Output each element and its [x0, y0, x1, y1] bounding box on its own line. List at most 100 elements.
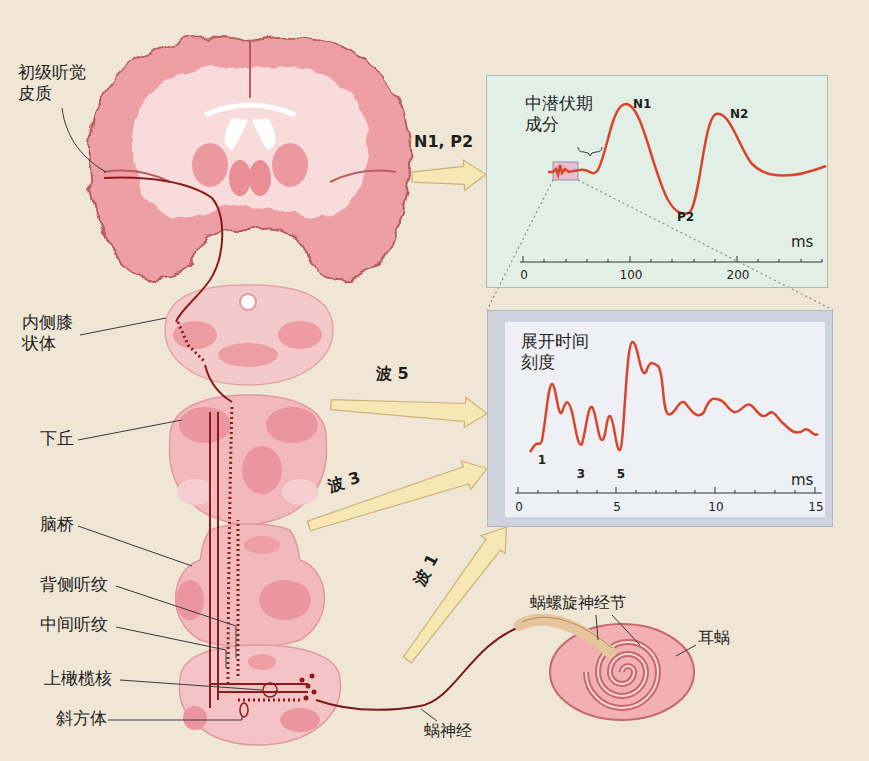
cortex-outline	[90, 37, 411, 279]
part-label: 斜方体	[56, 708, 107, 729]
structure-label: 初级听觉 皮质	[18, 62, 95, 105]
x-axis	[515, 492, 822, 493]
signal-arrow	[403, 527, 506, 663]
pathway	[205, 365, 232, 402]
part-label: 背侧听纹	[40, 574, 108, 595]
nucleus	[218, 343, 278, 367]
olivary-nucleus	[263, 683, 277, 697]
ic-slice: 下丘	[165, 394, 331, 526]
auditory-radiation	[104, 178, 222, 322]
signal-arrow	[331, 398, 487, 428]
nucleus	[173, 321, 217, 349]
arrow-label: 波 5	[376, 364, 409, 384]
acoustic-stria	[210, 684, 308, 692]
arrow-label: N1, P2	[414, 132, 473, 152]
wave-number: 5	[617, 467, 625, 482]
trapezoid-body	[240, 703, 248, 717]
structure-label: 内侧膝 状体	[22, 312, 82, 355]
waveform	[530, 342, 818, 452]
part-label: 上橄榄核	[44, 668, 112, 689]
structure-label: 耳蜗	[698, 628, 730, 648]
pathway	[178, 322, 205, 362]
leader-lines	[62, 108, 696, 721]
wave-number: 3	[577, 467, 585, 482]
tick-label: 0	[520, 268, 528, 283]
ic-slice	[170, 395, 327, 525]
spiral-ganglion	[522, 617, 612, 648]
cochlea-spiral	[586, 642, 658, 708]
chart-title: 中潜伏期 成分	[525, 93, 600, 136]
panel-inner	[505, 322, 825, 517]
peak-label: P2	[677, 210, 694, 225]
signal-arrow	[412, 160, 486, 190]
pons-slice: 脑桥	[165, 526, 337, 642]
axis-ticks	[523, 256, 822, 262]
basal-nucleus	[192, 143, 228, 187]
panel-ground	[487, 310, 833, 527]
ventricle	[252, 118, 275, 150]
lateral-lemniscus	[210, 412, 218, 708]
cochlea: 蜗螺旋神经节耳蜗	[540, 620, 692, 724]
nucleus	[278, 321, 322, 349]
cortex-section: 初级听觉 皮质	[88, 30, 412, 288]
axis-unit: ms	[791, 233, 813, 252]
arrow-label: 波 3	[326, 467, 363, 496]
aqueduct	[240, 294, 256, 310]
nucleus	[179, 407, 231, 443]
tick-label: 10	[708, 500, 723, 515]
nerve-region: 蜗神经	[360, 660, 445, 710]
structure-label: 蜗螺旋神经节	[530, 593, 626, 613]
medulla-slice	[179, 645, 340, 745]
cochlear-nucleus	[300, 674, 317, 701]
tick-label: 200	[727, 268, 750, 283]
basal-nucleus	[272, 143, 308, 187]
axis-unit: ms	[791, 471, 813, 490]
lateral-sulcus	[104, 170, 396, 182]
cochlea-spiral	[586, 642, 658, 708]
structure-label: 脑桥	[40, 514, 74, 535]
arrow-label: 波 1	[410, 551, 443, 589]
pons-slice	[176, 524, 325, 648]
nucleus	[266, 407, 318, 443]
tick-label: 0	[515, 500, 523, 515]
chart-title: 展开时间 刻度	[521, 331, 596, 374]
signal-arrow	[307, 461, 487, 531]
nucleus	[183, 706, 207, 730]
tick-label: 100	[620, 268, 643, 283]
acoustic-stria	[238, 699, 300, 702]
bracket	[578, 147, 602, 156]
nucleus	[280, 708, 320, 732]
part-label: 中间听纹	[40, 614, 108, 635]
corpus-callosum	[205, 105, 295, 115]
thalamus	[229, 160, 251, 196]
tick-label: 5	[613, 500, 621, 515]
panel-ground	[486, 75, 828, 288]
tick-label: 15	[808, 500, 823, 515]
cochlea-body	[550, 624, 694, 720]
x-axis	[520, 261, 822, 262]
chart-panel: 展开时间 刻度 1 3 5 ms 0 5 10 15	[487, 310, 833, 527]
nucleus	[244, 536, 280, 554]
axis-ticks	[518, 487, 815, 493]
nucleus	[259, 580, 311, 620]
cortex-section	[90, 37, 411, 279]
nucleus	[248, 654, 276, 670]
structure-label: 蜗神经	[424, 721, 472, 741]
peak-label: N1	[633, 97, 651, 112]
zoom-guide	[487, 180, 833, 310]
structure-label: 下丘	[40, 428, 74, 449]
mgn-slice: 内侧膝 状体	[160, 282, 336, 386]
peak-label: N2	[730, 107, 748, 122]
mgn-slice	[165, 285, 333, 385]
wave-number: 1	[538, 453, 546, 468]
nucleus	[177, 479, 213, 505]
thalamus	[249, 160, 271, 196]
chart-panel: 中潜伏期 成分 N1P2 N2 ms 0 100 200	[486, 75, 828, 288]
waveform	[548, 104, 826, 214]
nucleus	[282, 479, 318, 505]
nucleus	[242, 446, 282, 494]
ventricle	[225, 118, 248, 150]
midline-fissure	[249, 40, 251, 98]
